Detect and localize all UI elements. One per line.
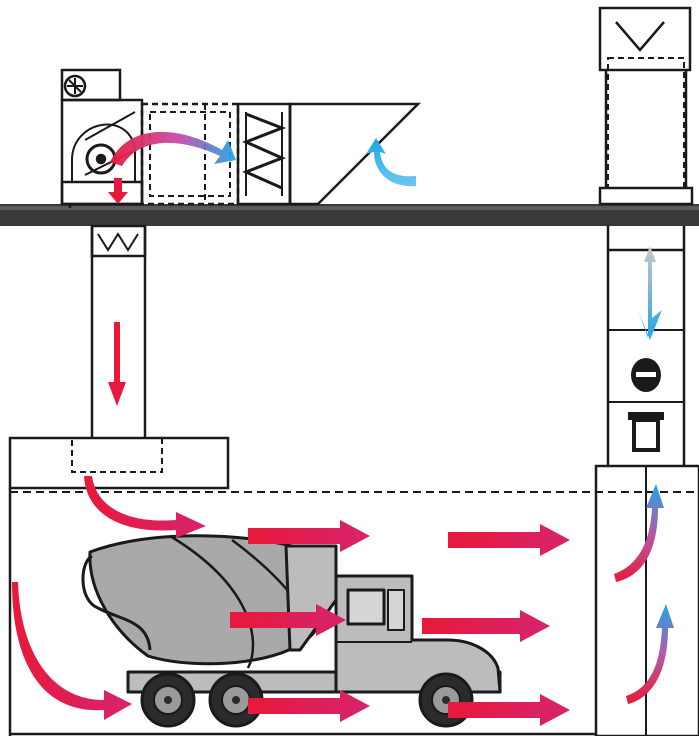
concrete-mixer-truck — [81, 534, 502, 728]
exhaust-shaft-arrow-upper — [614, 484, 664, 582]
supply-unit-airflow-arrow — [110, 131, 236, 166]
fan-discharge-arrow — [108, 178, 128, 204]
airflow-arrow-left-wall — [12, 582, 132, 720]
cab-window — [346, 588, 386, 626]
supply-duct-down-arrow — [108, 322, 126, 406]
stack-cap — [598, 6, 692, 72]
exhaust-shaft-arrow-lower — [626, 604, 674, 704]
interior-airflow — [12, 476, 570, 726]
exhaust-fan — [628, 412, 664, 452]
airflow-arrow-4 — [422, 610, 550, 642]
exhaust-shaft — [594, 464, 699, 736]
airflow-arrow-1 — [248, 520, 370, 552]
fan-motor-icon — [63, 74, 87, 98]
truck-wheel-rear-1 — [140, 672, 196, 728]
exhaust-stack — [594, 6, 699, 736]
exhaust-up-arrow — [638, 246, 662, 340]
building-interior — [8, 488, 699, 736]
truck-wheel-front — [418, 672, 474, 728]
airflow-arrow-diffuser — [84, 476, 206, 538]
fresh-air-intake-arrow — [366, 138, 416, 187]
exhaust-damper — [631, 358, 661, 392]
duct-damper — [90, 224, 147, 258]
fresh-air-intake-hood — [288, 102, 422, 206]
ceiling-diffuser — [71, 437, 163, 473]
airflow-arrow-5 — [248, 690, 370, 722]
airflow-arrow-6 — [448, 694, 570, 726]
truck-wheel-rear-2 — [208, 672, 264, 728]
airflow-arrow-3 — [230, 604, 346, 636]
v-bank-filter — [242, 112, 287, 190]
roof-slab-highlight — [0, 206, 699, 210]
airflow-arrow-2 — [448, 524, 570, 556]
ceiling-plenum — [8, 436, 230, 490]
supply-duct — [90, 224, 147, 438]
